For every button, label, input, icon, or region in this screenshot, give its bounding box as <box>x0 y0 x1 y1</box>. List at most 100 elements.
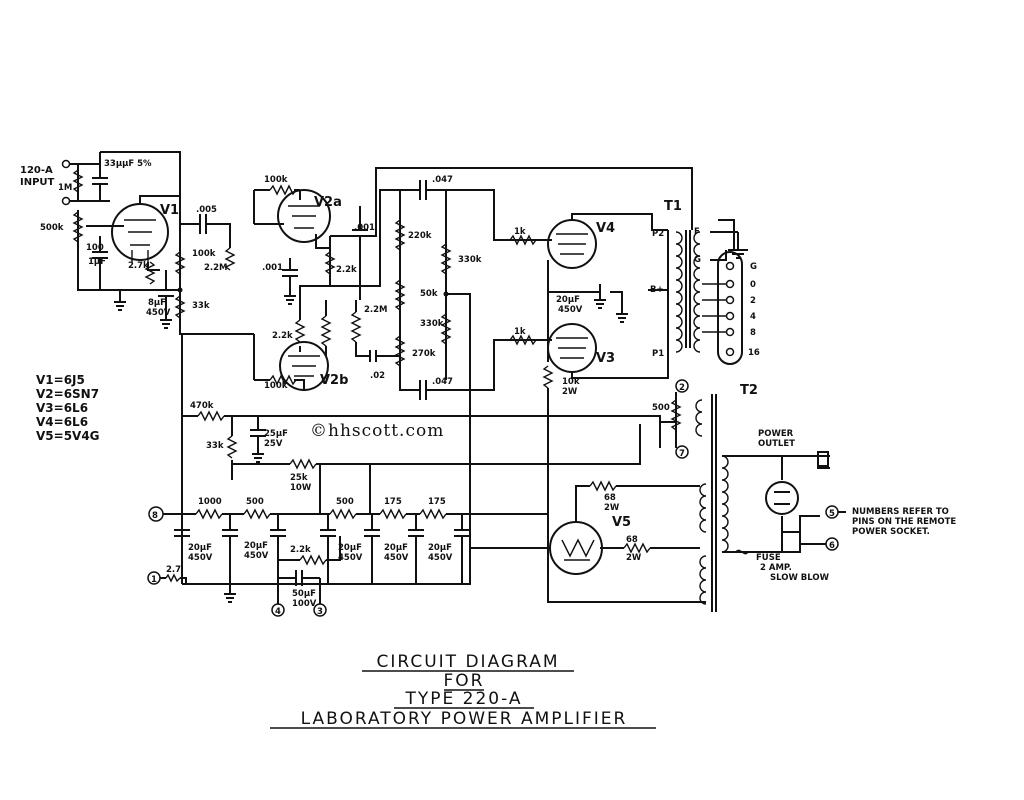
pot-50k <box>394 279 406 311</box>
output-tap-8[interactable] <box>725 327 735 337</box>
label-330k-b: 330k <box>420 319 444 329</box>
input-terminal-top[interactable] <box>61 159 71 169</box>
label-100: 100 <box>86 243 104 253</box>
label-20uf-t: 20μF <box>556 295 580 305</box>
label-2-7: 2.7 <box>166 565 181 575</box>
title-line4: LABORATORY POWER AMPLIFIER <box>301 709 628 729</box>
label-20uf-t-v: 450V <box>558 305 583 315</box>
t1-tap-p1: P1 <box>652 349 664 359</box>
label-100v: 100V <box>292 599 317 609</box>
tube-label-v2b: V2b <box>320 373 348 388</box>
transformer-t1: T1 P2 F G B+ P1 G 0 2 4 8 16 <box>648 199 760 365</box>
legend-v1: V1=6J5 <box>36 373 85 387</box>
label-25k-w: 10W <box>290 483 312 493</box>
label-2-2m-grid: 2.2M <box>204 263 228 273</box>
resistor-68-b <box>623 542 651 554</box>
legend-v4: V4=6L6 <box>36 415 88 429</box>
label-2-2k-d: 2.2k <box>290 545 311 555</box>
tube-label-v3: V3 <box>596 351 615 366</box>
resistor-2-7 <box>165 573 181 583</box>
label-001b: .001 <box>262 263 283 273</box>
label-500-b: 500 <box>336 497 354 507</box>
capacitor-1uf <box>92 236 108 290</box>
label-450v-4: 450V <box>384 553 409 563</box>
label-68-a-w: 2W <box>604 503 620 513</box>
output-taps: G 0 2 4 8 16 <box>725 261 760 358</box>
label-20uf-2: 20μF <box>244 541 268 551</box>
label-2-7k-v1: 2.7k <box>128 261 149 271</box>
capacitor-047-bot <box>399 190 510 400</box>
label-005: .005 <box>196 205 217 215</box>
output-tap-0[interactable] <box>725 279 735 289</box>
title-line1: CIRCUIT DIAGRAM <box>377 652 560 672</box>
label-470k: 470k <box>190 401 214 411</box>
tube-v5 <box>549 521 603 575</box>
pin-4[interactable] <box>271 603 285 617</box>
power-plug[interactable] <box>817 451 829 467</box>
output-tap-16[interactable] <box>725 347 735 357</box>
resistor-2-7k-v1 <box>144 261 156 285</box>
title-block: CIRCUIT DIAGRAM FOR TYPE 220-A LABORATOR… <box>270 652 656 729</box>
output-section: 1k V4 1k V3 20μF 450V 10k 2W <box>509 213 669 496</box>
input-label-line1: 120-A <box>20 165 53 176</box>
pin-3-label: 3 <box>317 607 323 617</box>
legend-v3: V3=6L6 <box>36 401 88 415</box>
resistor-2-2m-grid <box>224 247 236 271</box>
output-tap-g[interactable] <box>725 261 735 271</box>
label-t1: T1 <box>664 199 682 214</box>
filter-caps: 20μF 450V 20μF 450V 20μF 450V 20μF 450V … <box>174 514 470 584</box>
resistor-175-a <box>379 508 407 520</box>
power-outlet[interactable] <box>765 481 799 515</box>
capacitor-25uf <box>250 416 266 454</box>
label-25uf: 25μF <box>264 429 288 439</box>
pin-7-label: 7 <box>679 449 685 459</box>
label-001a: .001 <box>354 223 375 233</box>
power-outlet-line1: POWER <box>758 429 794 439</box>
pin-2[interactable] <box>675 379 689 393</box>
label-500-a: 500 <box>246 497 264 507</box>
label-1k-b: 1k <box>514 327 526 337</box>
pin-4-label: 4 <box>275 607 281 617</box>
label-8uf: 8μF <box>148 298 166 308</box>
resistor-470k <box>197 410 225 422</box>
output-tap-2[interactable] <box>725 295 735 305</box>
label-25uf-v: 25V <box>264 439 283 449</box>
capacitor-001a <box>352 206 368 300</box>
tube-label-v5: V5 <box>612 515 631 530</box>
label-100k-a: 100k <box>192 249 216 259</box>
label-68-a: 68 <box>604 493 616 503</box>
label-20uf-4: 20μF <box>384 543 408 553</box>
label-450v-5: 450V <box>428 553 453 563</box>
label-20uf-1: 20μF <box>188 543 212 553</box>
output-tap-label-0: 0 <box>750 280 756 290</box>
label-25k: 25k <box>290 473 308 483</box>
pin-1-label: 1 <box>151 575 157 585</box>
resistor-1000 <box>195 508 223 520</box>
pin-8-label: 8 <box>152 511 158 521</box>
tube-label-v1: V1 <box>160 203 179 218</box>
label-450v-1: 450V <box>188 553 213 563</box>
input-terminal-bottom[interactable] <box>61 196 71 206</box>
output-tap-4[interactable] <box>725 311 735 321</box>
pin-2-label: 2 <box>679 383 685 393</box>
label-33k: 33k <box>192 301 210 311</box>
pin-7[interactable] <box>675 445 689 459</box>
tube-label-v4: V4 <box>596 221 615 236</box>
label-1000: 1000 <box>198 497 222 507</box>
fuse <box>735 549 749 555</box>
label-100k-top: 100k <box>264 175 288 185</box>
pin-6-label: 6 <box>829 541 835 551</box>
label-220k: 220k <box>408 231 432 241</box>
label-68-b: 68 <box>626 535 638 545</box>
capacitor-005 <box>180 214 231 248</box>
resistor-270k <box>394 335 406 367</box>
transformer-t2: T2 POWER OUTLET 5 6 FUSE 2 AMP. SLOW BLO… <box>695 383 956 612</box>
tube-v2a <box>277 189 331 243</box>
pin-3[interactable] <box>313 603 327 617</box>
title-line3: TYPE 220-A <box>404 689 522 709</box>
input-section: 120-A INPUT 1M 33μμF 5% 500k 100 1μF V1 … <box>20 151 254 335</box>
legend-v5: V5=5V4G <box>36 429 100 443</box>
capacitor-33uuf <box>92 152 108 201</box>
pin-5-label: 5 <box>829 509 835 519</box>
